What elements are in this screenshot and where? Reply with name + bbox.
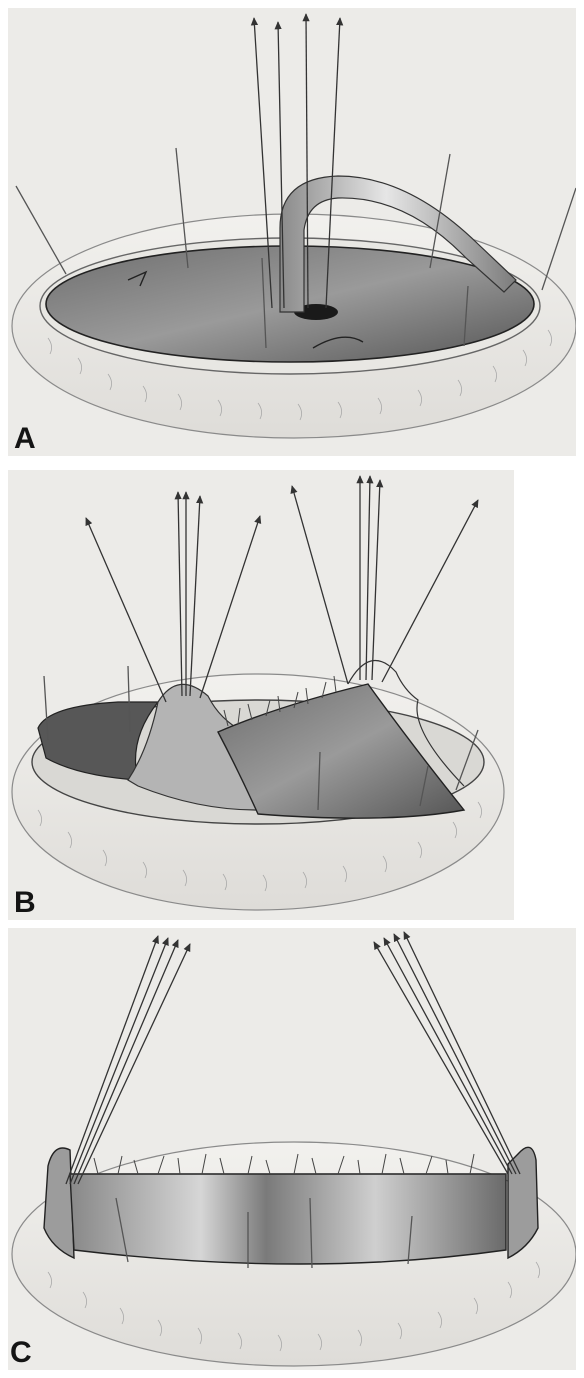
arrows: [86, 476, 478, 702]
patch-leaflet: [70, 1174, 506, 1264]
panel-label-a: A: [14, 424, 36, 454]
panel-b: B: [8, 470, 514, 920]
panel-a: A: [8, 8, 576, 456]
panel-b-illustration: [8, 470, 514, 920]
panel-label-c: C: [10, 1338, 32, 1368]
panel-a-illustration: [8, 8, 576, 456]
panel-c: C: [8, 928, 576, 1370]
panel-c-illustration: [8, 928, 576, 1370]
panel-label-b: B: [14, 888, 36, 918]
